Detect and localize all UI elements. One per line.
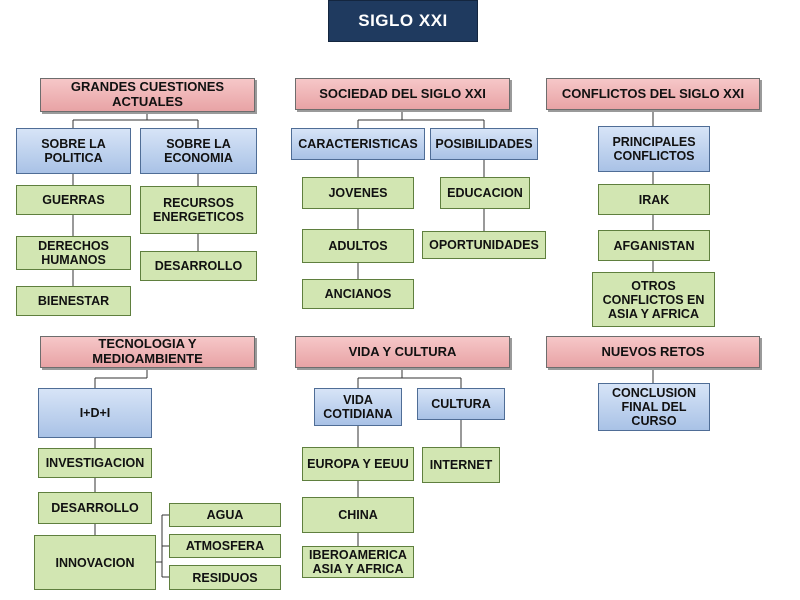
subcategory-cultura: CULTURA: [417, 388, 505, 420]
leaf-recursos-energeticos: RECURSOS ENERGETICOS: [140, 186, 257, 234]
leaf-agua: AGUA: [169, 503, 281, 527]
leaf-irak: IRAK: [598, 184, 710, 215]
leaf-ancianos: ANCIANOS: [302, 279, 414, 309]
leaf-jovenes: JOVENES: [302, 177, 414, 209]
category-nuevos-retos: NUEVOS RETOS: [546, 336, 760, 368]
subcategory-sobre-la-economia: SOBRE LA ECONOMIA: [140, 128, 257, 174]
leaf-adultos: ADULTOS: [302, 229, 414, 263]
category-grandes-cuestiones: GRANDES CUESTIONES ACTUALES: [40, 78, 255, 112]
category-conflictos-siglo-xxi: CONFLICTOS DEL SIGLO XXI: [546, 78, 760, 110]
subcategory-posibilidades: POSIBILIDADES: [430, 128, 538, 160]
subcategory-sobre-la-politica: SOBRE LA POLITICA: [16, 128, 131, 174]
leaf-bienestar: BIENESTAR: [16, 286, 131, 316]
leaf-innovacion: INNOVACION: [34, 535, 156, 590]
leaf-derechos-humanos: DERECHOS HUMANOS: [16, 236, 131, 270]
category-tecnologia-medioambiente: TECNOLOGIA Y MEDIOAMBIENTE: [40, 336, 255, 368]
category-vida-y-cultura: VIDA Y CULTURA: [295, 336, 510, 368]
leaf-guerras: GUERRAS: [16, 185, 131, 215]
leaf-desarrollo-economia: DESARROLLO: [140, 251, 257, 281]
leaf-china: CHINA: [302, 497, 414, 533]
leaf-internet: INTERNET: [422, 447, 500, 483]
map-title: SIGLO XXI: [328, 0, 478, 42]
leaf-oportunidades: OPORTUNIDADES: [422, 231, 546, 259]
leaf-atmosfera: ATMOSFERA: [169, 534, 281, 558]
leaf-desarrollo-tecnologia: DESARROLLO: [38, 492, 152, 524]
subcategory-conclusion-final: CONCLUSION FINAL DEL CURSO: [598, 383, 710, 431]
leaf-educacion: EDUCACION: [440, 177, 530, 209]
leaf-residuos: RESIDUOS: [169, 565, 281, 590]
leaf-europa-y-eeuu: EUROPA Y EEUU: [302, 447, 414, 481]
leaf-iberoamerica-asia-africa: IBEROAMERICA ASIA Y AFRICA: [302, 546, 414, 578]
subcategory-idi: I+D+I: [38, 388, 152, 438]
subcategory-caracteristicas: CARACTERISTICAS: [291, 128, 425, 160]
leaf-investigacion: INVESTIGACION: [38, 448, 152, 478]
category-sociedad-siglo-xxi: SOCIEDAD DEL SIGLO XXI: [295, 78, 510, 110]
subcategory-vida-cotidiana: VIDA COTIDIANA: [314, 388, 402, 426]
subcategory-principales-conflictos: PRINCIPALES CONFLICTOS: [598, 126, 710, 172]
leaf-otros-conflictos: OTROS CONFLICTOS EN ASIA Y AFRICA: [592, 272, 715, 327]
leaf-afganistan: AFGANISTAN: [598, 230, 710, 261]
